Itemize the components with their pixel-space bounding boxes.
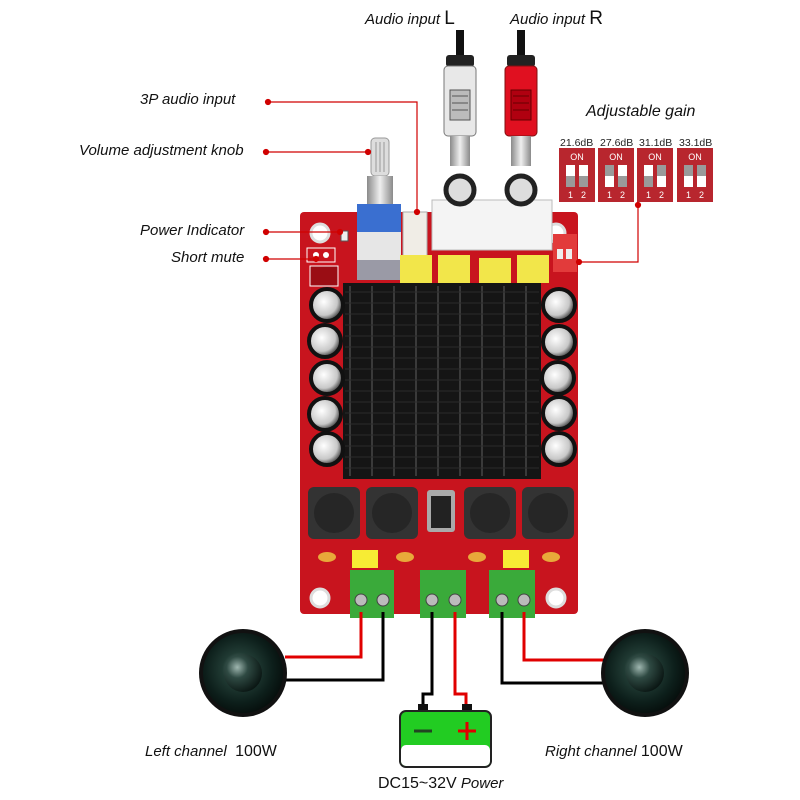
dip-lever-off [579,176,588,187]
audio-input-left-text: Audio input [365,11,441,28]
gain-label-1: 27.6dB [600,137,634,149]
dip-pin-label: 1 [646,190,651,200]
dip-pin-label: 1 [686,190,691,200]
gain-label-2: 31.1dB [639,137,673,149]
dip-pin-label: 2 [620,190,625,200]
dip-lever-off [618,176,627,187]
right-channel-label: Right channel 100W [545,743,683,761]
audio-input-right-label: Audio input R [510,8,603,30]
3p-connector [402,211,428,261]
left-speaker-icon [199,629,287,717]
terminal-right-output [489,570,535,618]
gain-label-3: 33.1dB [679,137,713,149]
dip-lever-off [566,176,575,187]
volume-knob[interactable] [357,137,401,280]
power-voltage: DC15~32V [378,775,457,792]
battery-icon [399,704,492,768]
channel-r: R [589,8,603,29]
dip-on-label: ON [648,152,662,162]
channel-l: L [444,8,455,29]
dip-lever-on [684,165,693,176]
dip-on-label: ON [609,152,623,162]
gain-label-0: 21.6dB [560,137,594,149]
right-speaker-icon [601,629,689,717]
left-channel-text: Left channel [145,743,227,760]
right-channel-text: Right channel [545,743,637,760]
adjustable-gain-title: Adjustable gain [586,103,696,120]
wire-left-minus [285,612,385,682]
wire-right-minus [500,612,605,685]
input-capacitors [400,255,549,284]
callout-short-mute: Short mute [171,249,245,266]
dip-pin-label: 1 [607,190,612,200]
right-channel-power: 100W [640,743,683,760]
terminal-dc-input [420,570,466,618]
wire-right-plus [522,612,605,662]
audio-input-left-label: Audio input L [365,8,455,30]
rca-cable-left [443,30,477,166]
audio-input-right-text: Audio input [510,11,586,28]
wires [285,612,605,708]
inductors [308,487,574,539]
left-channel-power: 100W [235,743,277,760]
terminal-left-output [350,570,394,618]
dip-on-label: ON [688,152,702,162]
electrolytic-capacitors [307,287,577,467]
dip-lever-on [697,165,706,176]
dip-lever-on [657,165,666,176]
callout-power-indicator: Power Indicator [140,222,245,239]
wire-dc-minus [421,612,434,708]
wire-dc-plus [453,612,468,708]
wire-left-plus [285,612,363,659]
dip-pin-label: 2 [581,190,586,200]
dip-lever-off [644,176,653,187]
left-channel-label: Left channel 100W [145,743,277,761]
dip-on-label: ON [570,152,584,162]
callout-3p-audio-input: 3P audio input [140,91,236,108]
dip-pin-label: 2 [699,190,704,200]
callout-volume-knob: Volume adjustment knob [79,142,244,159]
power-text: Power [460,775,504,792]
dip-lever-on [605,165,614,176]
dip-pin-label: 1 [568,190,573,200]
dip-pin-label: 2 [659,190,664,200]
power-supply-label: DC15~32V Power [378,775,503,793]
callout-lines [262,98,642,266]
rca-cable-right [504,30,538,166]
